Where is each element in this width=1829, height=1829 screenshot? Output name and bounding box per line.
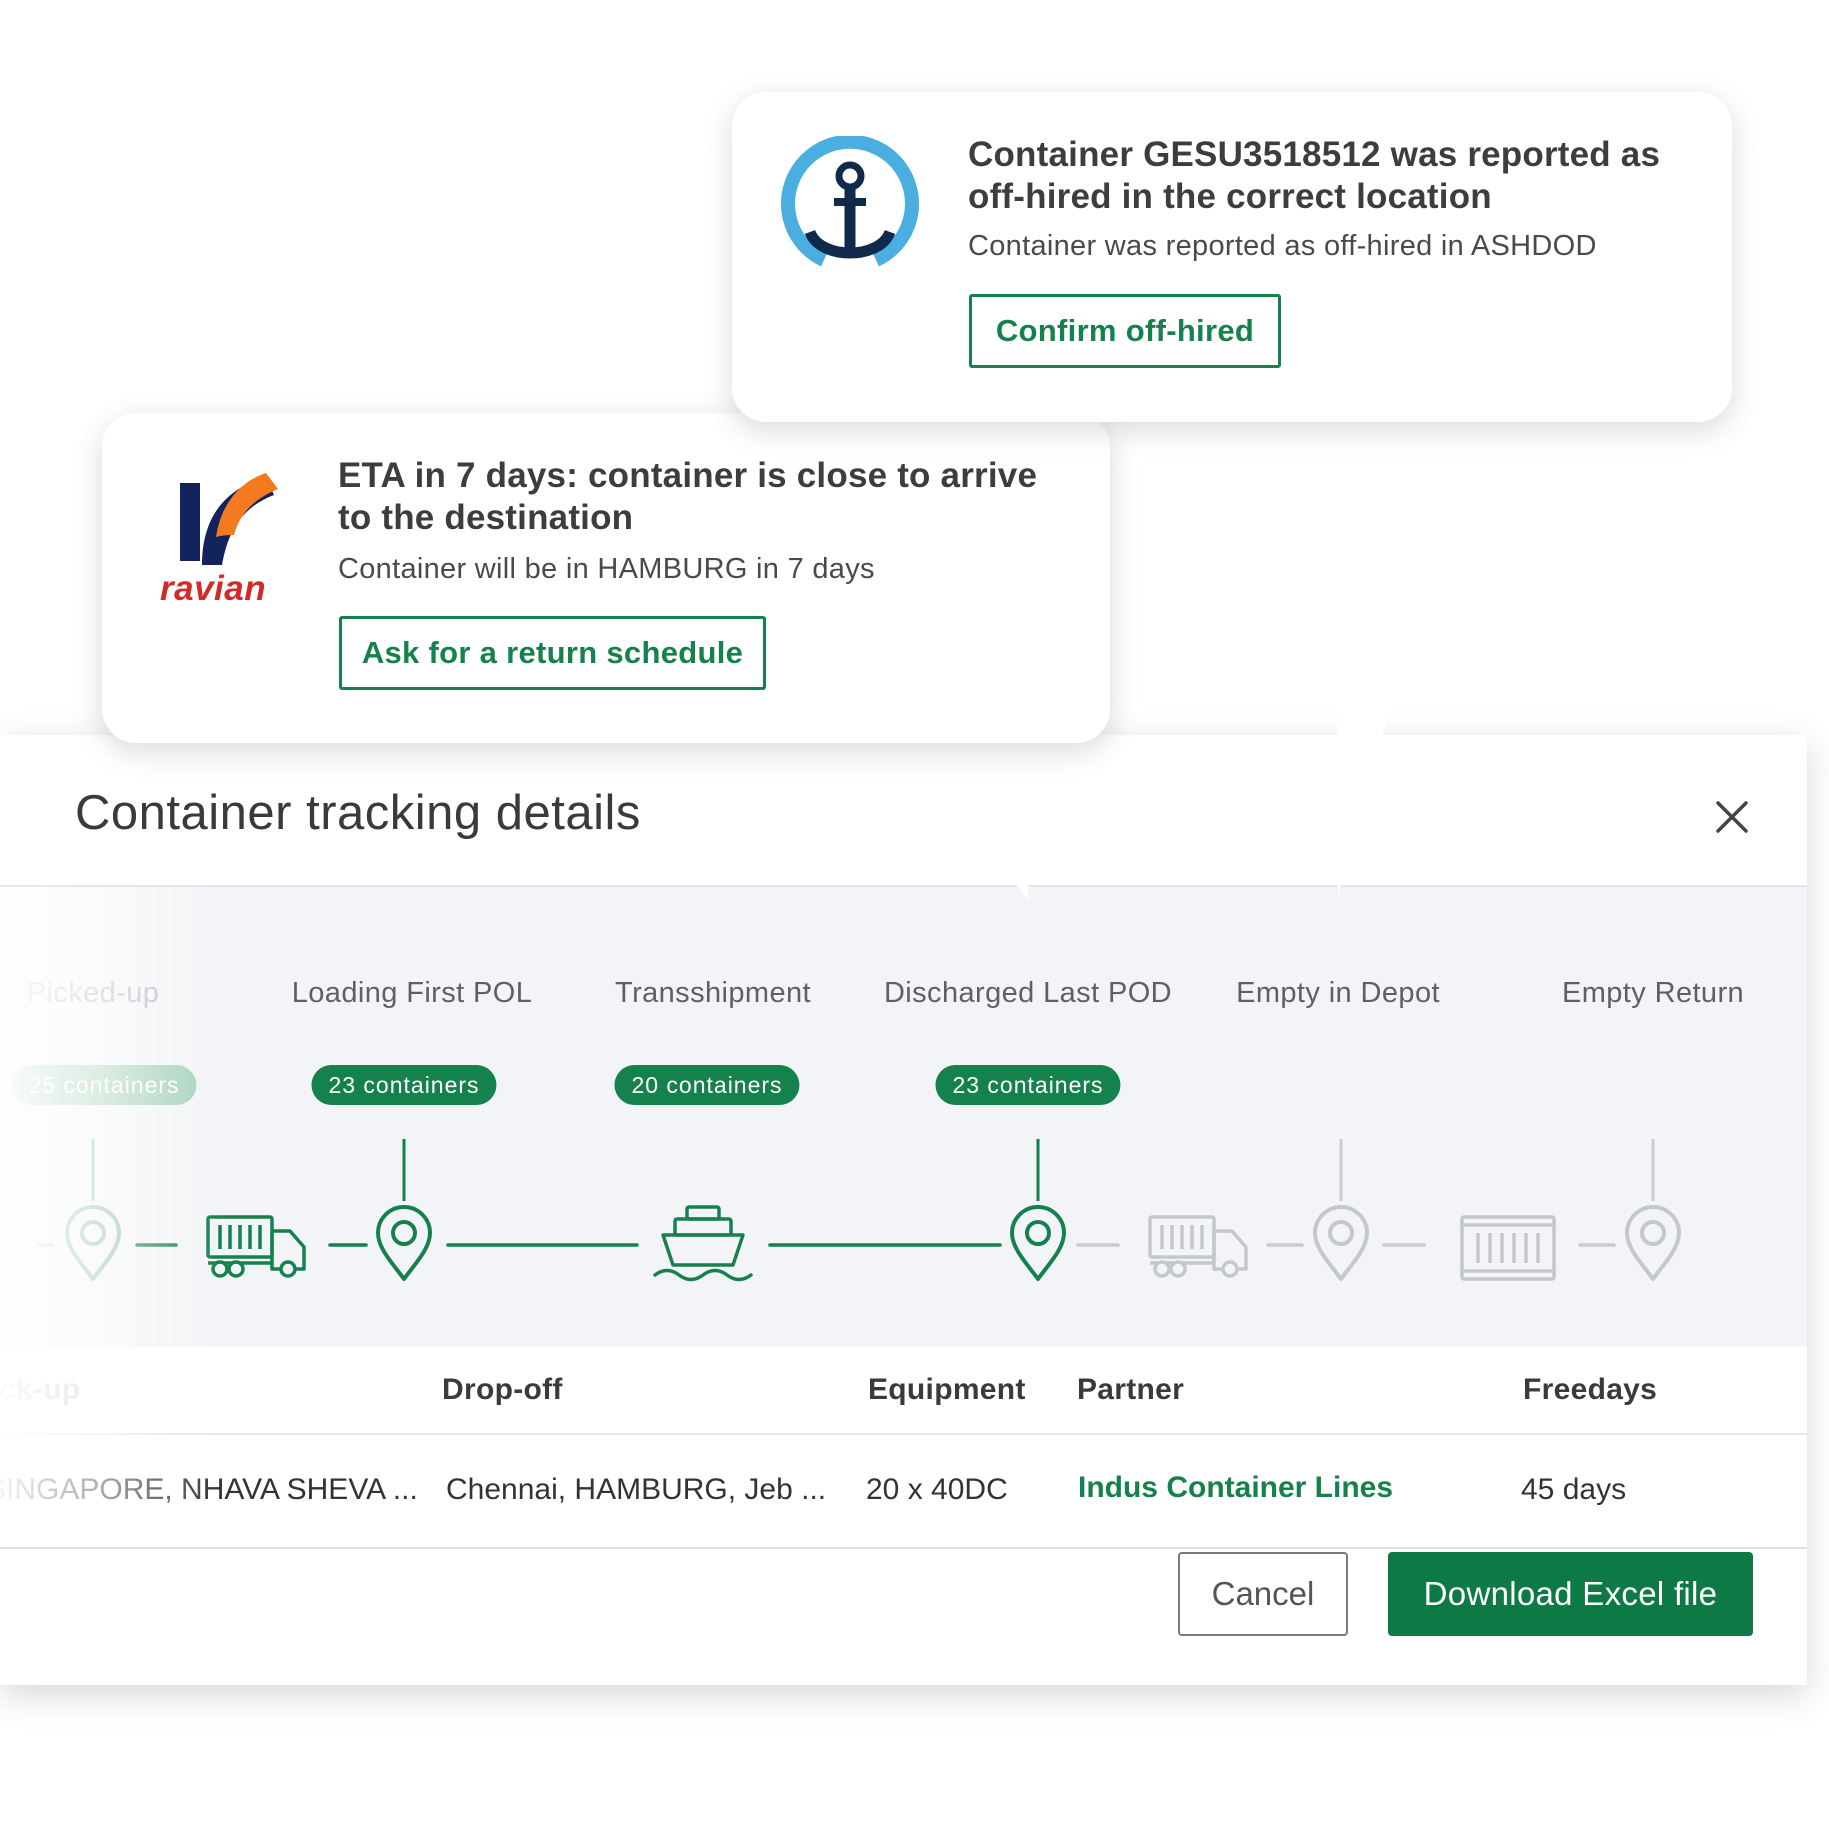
ravian-logo: ravian: [158, 465, 278, 615]
stage-tick-empty-in-depot: [1339, 1139, 1343, 1201]
table-row[interactable]: SINGAPORE, NHAVA SHEVA ... Chennai, HAMB…: [0, 1435, 1807, 1549]
badge-transshipment-count[interactable]: 20 containers: [614, 1065, 800, 1105]
stage-label-discharged-last-pod: Discharged Last POD: [883, 977, 1173, 1009]
stage-label-empty-return: Empty Return: [1561, 977, 1745, 1009]
eta-subtitle: Container will be in HAMBURG in 7 days: [338, 553, 875, 585]
map-pin-icon: [1313, 1205, 1369, 1281]
stage-label-transshipment: Transshipment: [615, 977, 811, 1009]
page-title: Container tracking details: [75, 786, 641, 840]
anchor-icon: [781, 136, 919, 267]
column-header-partner[interactable]: Partner: [1077, 1373, 1185, 1406]
cell-freedays: 45 days: [1521, 1473, 1627, 1506]
stage-tick-empty-return: [1651, 1139, 1655, 1201]
container-icon: [1460, 1215, 1556, 1281]
ravian-logo-text: ravian: [160, 569, 267, 608]
cell-equipment: 20 x 40DC: [866, 1473, 1008, 1506]
ship-icon: [653, 1205, 753, 1282]
column-header-equipment[interactable]: Equipment: [868, 1373, 1026, 1406]
stage-label-empty-in-depot: Empty in Depot: [1236, 977, 1440, 1009]
column-header-pickup[interactable]: Pick-up: [0, 1373, 81, 1406]
close-button[interactable]: [1700, 785, 1764, 849]
ask-return-schedule-button[interactable]: Ask for a return schedule: [339, 616, 766, 690]
notification-card-eta: ravian ETA in 7 days: container is close…: [102, 413, 1110, 743]
stage-label-loading-first-pol: Loading First POL: [291, 977, 533, 1009]
offhire-subtitle: Container was reported as off-hired in A…: [968, 230, 1597, 262]
badge-loading-first-pol-count[interactable]: 23 containers: [311, 1065, 497, 1105]
close-icon: [1716, 801, 1748, 833]
map-pin-icon: [1625, 1205, 1681, 1281]
confirm-off-hired-button[interactable]: Confirm off-hired: [969, 294, 1281, 368]
truck-icon: [1148, 1215, 1248, 1278]
cell-partner-link[interactable]: Indus Container Lines: [1078, 1471, 1394, 1504]
badge-discharged-last-pod-count[interactable]: 23 containers: [935, 1065, 1121, 1105]
eta-title: ETA in 7 days: container is close to arr…: [338, 456, 1038, 537]
cell-dropoff: Chennai, HAMBURG, Jeb ...: [446, 1473, 827, 1506]
timeline-track: [36, 1205, 1681, 1282]
tracking-timeline: Picked-up Loading First POL Transshipmen…: [0, 887, 1807, 1347]
stage-tick-discharged-last-pod: [1036, 1139, 1040, 1201]
map-pin-icon: [65, 1205, 121, 1281]
map-pin-icon: [376, 1205, 432, 1281]
column-header-dropoff[interactable]: Drop-off: [442, 1373, 563, 1406]
notification-card-offhire: Container GESU3518512 was reported as of…: [732, 92, 1732, 422]
table-header: Pick-up Drop-off Equipment Partner Freed…: [0, 1347, 1807, 1435]
truck-icon: [206, 1215, 306, 1278]
offhire-title: Container GESU3518512 was reported as of…: [968, 135, 1661, 216]
panel-header: Container tracking details: [0, 735, 1807, 887]
container-tracking-panel: Container tracking details Picked-up Loa…: [0, 735, 1807, 1685]
cancel-button[interactable]: Cancel: [1178, 1552, 1348, 1636]
cell-pickup: SINGAPORE, NHAVA SHEVA ...: [0, 1473, 418, 1506]
column-header-freedays[interactable]: Freedays: [1523, 1373, 1658, 1406]
stage-tick-loading-first-pol: [402, 1139, 406, 1201]
map-pin-icon: [1010, 1205, 1066, 1281]
download-excel-button[interactable]: Download Excel file: [1388, 1552, 1753, 1636]
